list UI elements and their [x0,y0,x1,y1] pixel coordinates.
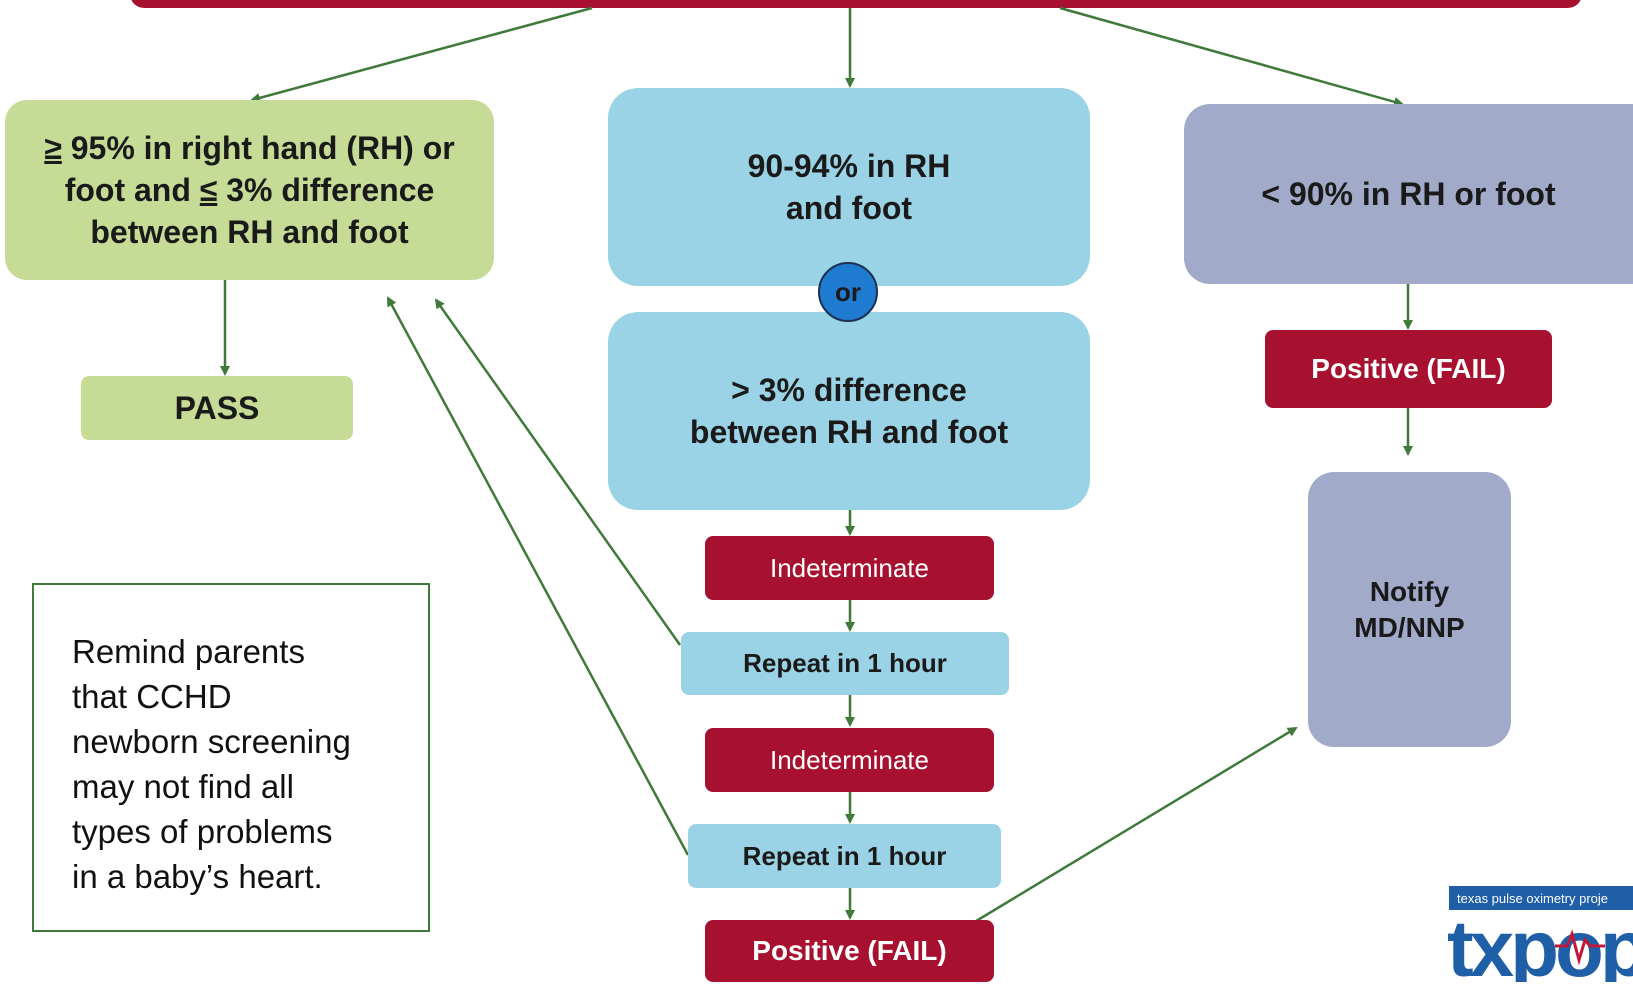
pass-criteria-box: ≥ 95% in right hand (RH) or foot and ≤ 3… [5,100,494,280]
arrow-banner-to-fail [1059,6,1404,107]
notify-box: Notify MD/NNP [1308,472,1511,747]
txpop-logo-graphic: texas pulse oximetry proje txpop [1447,886,1633,987]
reminder-line: newborn screening [72,723,351,760]
positive-fail-box-right: Positive (FAIL) [1265,330,1552,408]
reminder-note: Remind parents that CCHD newborn screeni… [32,583,430,932]
svg-text:texas pulse oximetry proje: texas pulse oximetry proje [1457,891,1608,906]
arrow-repeat-2-back-to-pass-criteria [386,296,690,856]
reminder-line: types of problems [72,813,333,850]
indeterminate-box-2: Indeterminate [705,728,994,792]
greater-equal-symbol: ≥ [44,130,62,166]
svg-text:txpop: txpop [1447,904,1633,982]
borderline-criteria-box: 90-94% in RH and foot [608,88,1090,286]
reminder-line: in a baby’s heart. [72,858,323,895]
txpop-logo: texas pulse oximetry proje txpop [1445,876,1633,987]
repeat-box-2: Repeat in 1 hour [688,824,1001,888]
positive-fail-box-bottom: Positive (FAIL) [705,920,994,982]
arrow-repeat-1-back-to-pass-criteria [434,298,682,646]
difference-criteria-box: > 3% difference between RH and foot [608,312,1090,510]
repeat-box-1: Repeat in 1 hour [681,632,1009,695]
reminder-line: that CCHD [72,678,232,715]
reminder-line: Remind parents [72,633,305,670]
arrow-banner-to-pass-criteria [250,6,593,103]
less-equal-symbol: ≤ [199,172,218,208]
top-banner [130,0,1582,8]
fail-criteria-box: < 90% in RH or foot [1184,104,1633,284]
or-connector: or [818,262,878,322]
reminder-line: may not find all [72,768,294,805]
pass-result-box: PASS [81,376,353,440]
indeterminate-box-1: Indeterminate [705,536,994,600]
arrow-positive-bottom-to-notify [947,726,1298,940]
